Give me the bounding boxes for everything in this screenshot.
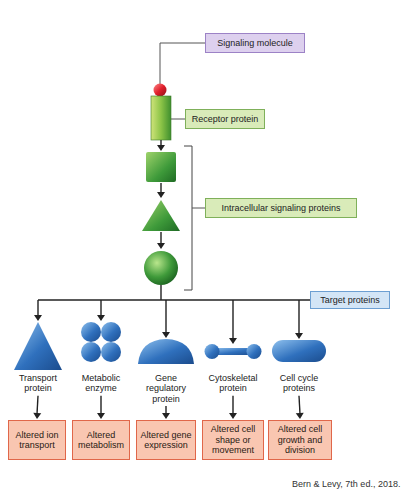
outcome-text: Altered metabolism [75, 430, 127, 451]
outcome-box: Altered cell growth and division [268, 420, 332, 460]
arrow-line [299, 396, 300, 414]
metabolic-enzyme-shape [81, 322, 121, 362]
signal-ball [144, 251, 178, 285]
arrow-head [229, 413, 237, 419]
pathway-arrow [157, 183, 165, 198]
outcome-text: Altered ion transport [11, 430, 63, 451]
callout-text: Receptor protein [192, 114, 259, 124]
bracket [184, 146, 192, 290]
protein-shape [134, 318, 198, 372]
target-protein: Gene regulatory protein [134, 318, 198, 404]
pathway-arrow [157, 232, 165, 249]
branch-arrow [162, 300, 170, 338]
callout-label: Target proteins [310, 291, 390, 309]
outcome-arrow [97, 396, 105, 419]
arrow-line [165, 406, 166, 414]
branch-arrow [295, 300, 303, 339]
outcome-arrow [229, 396, 237, 419]
arrow-head [162, 413, 170, 419]
arrow-head [97, 413, 105, 419]
branch-arrow [229, 300, 237, 344]
target-protein: Transport protein [8, 318, 68, 394]
signal-molecule-ball [154, 84, 167, 97]
leader-line [192, 208, 205, 209]
protein-label: Transport protein [8, 372, 68, 394]
outcome-box: Altered metabolism [72, 420, 130, 460]
protein-label: Gene regulatory protein [134, 372, 198, 404]
receptor-shape [151, 96, 171, 140]
protein-label: Metabolic enzyme [72, 372, 130, 394]
cell-cycle-shape [272, 340, 326, 362]
branch-arrow [97, 300, 105, 321]
cytoskeletal-shape [205, 344, 262, 359]
protein-label: Cell cycle proteins [268, 372, 330, 394]
callout-label: Intracellular signaling proteins [205, 198, 357, 218]
protein-shape [202, 318, 264, 372]
source-caption: Bern & Levy, 7th ed., 2018. [292, 479, 400, 489]
gene-regulatory-shape [138, 339, 194, 364]
callout-label: Signaling molecule [205, 33, 305, 53]
signal-triangle [142, 200, 180, 231]
transport-protein-shape [14, 322, 62, 370]
signal-square [146, 152, 176, 182]
target-protein: Cell cycle proteins [268, 318, 330, 394]
protein-shape [72, 318, 130, 372]
target-protein: Cytoskeletal protein [202, 318, 264, 394]
target-protein: Metabolic enzyme [72, 318, 130, 394]
outcome-arrow [296, 396, 304, 419]
arrow-head [296, 413, 304, 419]
outcome-box: Altered ion transport [8, 420, 66, 460]
branch-line [160, 285, 161, 300]
callout-label: Receptor protein [185, 109, 265, 129]
outcome-box: Altered gene expression [136, 420, 196, 460]
branch-arrow [34, 300, 42, 321]
protein-shape [268, 318, 330, 372]
protein-shape [8, 318, 68, 372]
outcome-box: Altered cell shape or movement [202, 420, 264, 460]
callout-text: Intracellular signaling proteins [221, 203, 340, 213]
leader-line [171, 119, 185, 120]
outcome-arrow [33, 396, 41, 419]
protein-label: Cytoskeletal protein [202, 372, 264, 394]
branch-bar [38, 299, 310, 300]
callout-text: Target proteins [320, 295, 380, 305]
callout-text: Signaling molecule [217, 38, 293, 48]
outcome-arrow [162, 406, 170, 419]
arrow-line [37, 396, 38, 414]
arrow-line [232, 396, 233, 414]
arrow-head [33, 413, 41, 419]
pathway-arrow [157, 140, 165, 151]
outcome-text: Altered cell shape or movement [205, 424, 261, 455]
outcome-text: Altered cell growth and division [271, 424, 329, 455]
arrow-line [100, 396, 101, 414]
outcome-text: Altered gene expression [139, 430, 193, 451]
leader-line [160, 43, 205, 84]
